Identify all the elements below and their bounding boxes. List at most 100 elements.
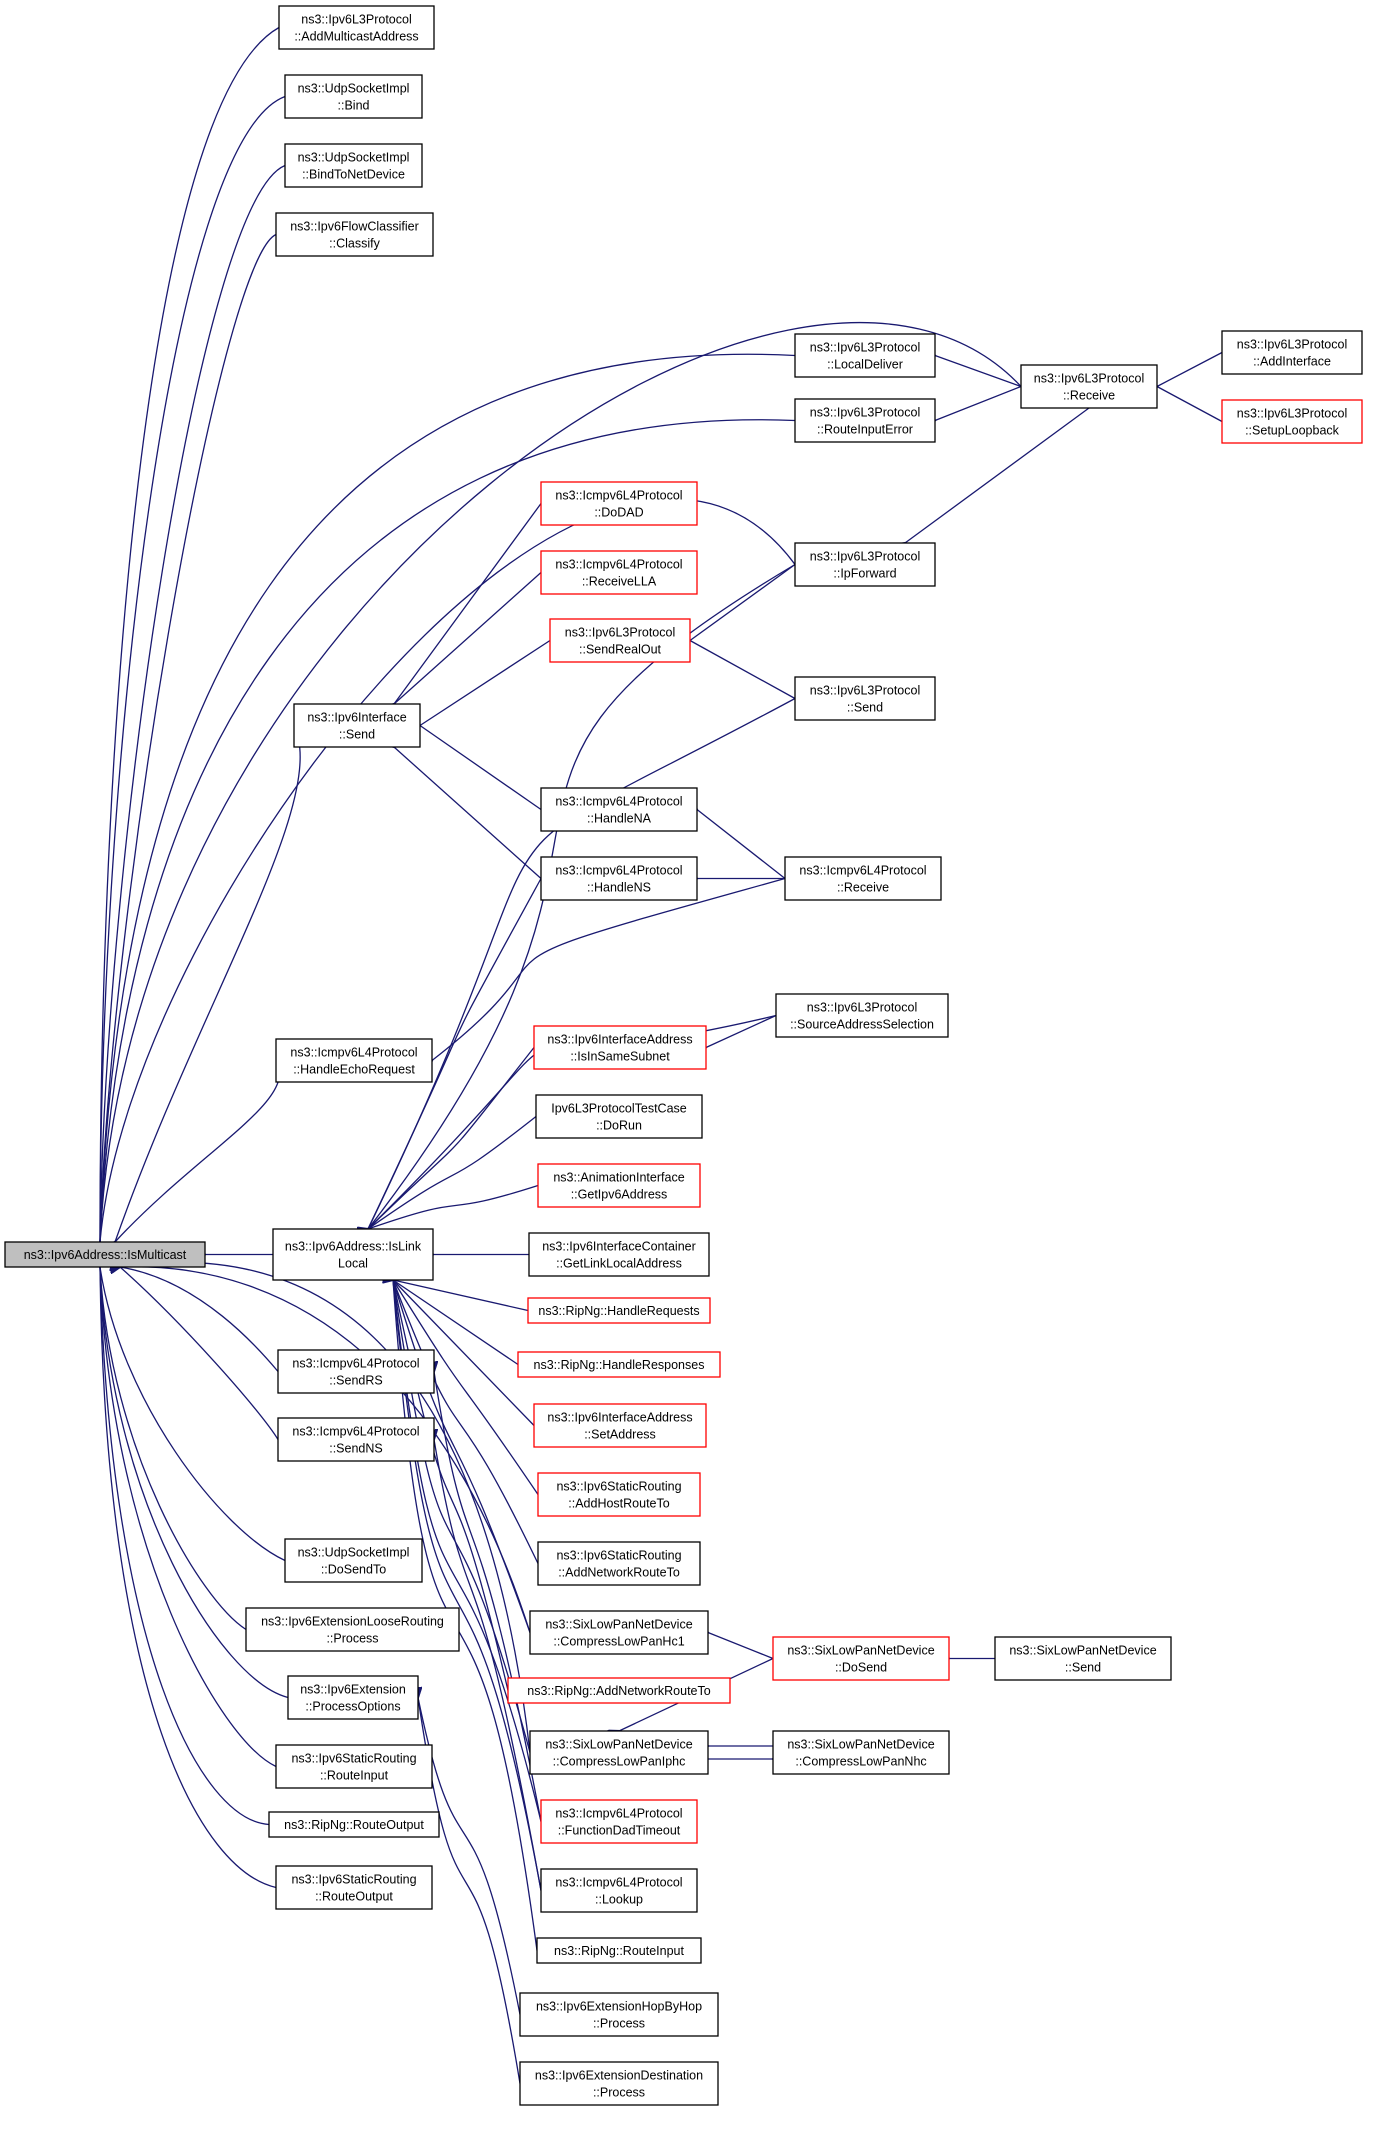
node-ext-procopt[interactable]: ns3::Ipv6Extension::ProcessOptions (287, 1675, 419, 1720)
node-label-line: ::AddMulticastAddress (294, 30, 418, 44)
node-box (275, 1744, 433, 1789)
node-icmp-recvlla[interactable]: ns3::Icmpv6L4Protocol::ReceiveLLA (540, 550, 698, 595)
edge-l3_receive-to-root (100, 321, 1022, 1242)
node-ripng-addnet[interactable]: ns3::RipNg::AddNetworkRouteTo (507, 1677, 731, 1704)
edge-ext_dest-to-ext_procopt (418, 1698, 521, 2084)
edge-ext_loose-to-root (100, 1267, 247, 1631)
node-udp-dosendto[interactable]: ns3::UdpSocketImpl::DoSendTo (284, 1538, 423, 1583)
edge-line (115, 1060, 281, 1243)
node-label-line: ::BindToNetDevice (302, 168, 405, 182)
edge-line (100, 353, 796, 1242)
node-sixlow-hc1[interactable]: ns3::SixLowPanNetDevice::CompressLowPanH… (529, 1610, 709, 1655)
node-label-line: ::DoRun (596, 1119, 642, 1133)
node-box (528, 1232, 710, 1277)
node-label-line: ns3::Icmpv6L4Protocol (290, 1046, 417, 1060)
node-label-line: ns3::Ipv6L3Protocol (807, 1001, 918, 1015)
node-udp-bindnd[interactable]: ns3::UdpSocketImpl::BindToNetDevice (284, 143, 423, 188)
edge-ifaddr_setaddr-to-islinklocal (393, 1280, 535, 1426)
node-ifaddr-samesub[interactable]: ns3::Ipv6InterfaceAddress::IsInSameSubne… (533, 1025, 707, 1070)
node-box (284, 143, 423, 188)
node-l3test-dorun[interactable]: Ipv6L3ProtocolTestCase::DoRun (535, 1094, 703, 1139)
node-icmp-handlens[interactable]: ns3::Icmpv6L4Protocol::HandleNS (540, 856, 698, 901)
node-flowcls[interactable]: ns3::Ipv6FlowClassifier::Classify (275, 212, 434, 257)
node-ext-loose[interactable]: ns3::Ipv6ExtensionLooseRouting::Process (245, 1607, 460, 1652)
node-label-line: ns3::Icmpv6L4Protocol (555, 795, 682, 809)
node-l3-routeinerr[interactable]: ns3::Ipv6L3Protocol::RouteInputError (794, 398, 936, 443)
node-icmp-sendrs[interactable]: ns3::Icmpv6L4Protocol::SendRS (277, 1349, 435, 1394)
node-static-addhost[interactable]: ns3::Ipv6StaticRouting::AddHostRouteTo (537, 1472, 701, 1517)
node-label-line: ::Send (847, 701, 883, 715)
edge-icmp_handlena-to-iface_send (420, 726, 542, 811)
node-sixlow-dosend[interactable]: ns3::SixLowPanNetDevice::DoSend (772, 1636, 950, 1681)
node-ifcont-getll[interactable]: ns3::Ipv6InterfaceContainer::GetLinkLoca… (528, 1232, 710, 1277)
node-l3-receive[interactable]: ns3::Ipv6L3Protocol::Receive (1020, 364, 1158, 409)
node-box (4, 1241, 206, 1268)
node-box (794, 398, 936, 443)
node-sixlow-send[interactable]: ns3::SixLowPanNetDevice::Send (994, 1636, 1172, 1681)
node-label-line: ns3::RipNg::AddNetworkRouteTo (527, 1684, 710, 1698)
node-label-line: ns3::Ipv6StaticRouting (291, 1873, 416, 1887)
node-l3-localdeliver[interactable]: ns3::Ipv6L3Protocol::LocalDeliver (794, 333, 936, 378)
node-iface-send[interactable]: ns3::Ipv6Interface::Send (293, 703, 421, 748)
node-l3-sendrealout[interactable]: ns3::Ipv6L3Protocol::SendRealOut (549, 618, 691, 663)
node-ext-hopbyhop[interactable]: ns3::Ipv6ExtensionHopByHop::Process (519, 1992, 719, 2037)
node-static-routein[interactable]: ns3::Ipv6StaticRouting::RouteInput (275, 1744, 433, 1789)
node-icmp-dadtimeout[interactable]: ns3::Icmpv6L4Protocol::FunctionDadTimeou… (540, 1799, 698, 1844)
node-icmp-dodad[interactable]: ns3::Icmpv6L4Protocol::DoDAD (540, 481, 698, 526)
node-ripng-routeout[interactable]: ns3::RipNg::RouteOutput (268, 1811, 440, 1838)
node-box (794, 333, 936, 378)
node-root[interactable]: ns3::Ipv6Address::IsMulticast (4, 1241, 206, 1268)
node-sixlow-iphc[interactable]: ns3::SixLowPanNetDevice::CompressLowPanI… (529, 1730, 709, 1775)
node-sixlow-nhc[interactable]: ns3::SixLowPanNetDevice::CompressLowPanN… (772, 1730, 950, 1775)
edge-static_routein-to-root (100, 1267, 277, 1768)
node-label-line: ::Send (1065, 1661, 1101, 1675)
edge-line (708, 1633, 774, 1660)
node-icmp-receive[interactable]: ns3::Icmpv6L4Protocol::Receive (784, 856, 942, 901)
edge-line (100, 1267, 277, 1889)
node-static-addnet[interactable]: ns3::Ipv6StaticRouting::AddNetworkRouteT… (537, 1541, 701, 1586)
node-label-line: ns3::AnimationInterface (553, 1171, 684, 1185)
node-icmp-echo[interactable]: ns3::Icmpv6L4Protocol::HandleEchoRequest (275, 1038, 433, 1083)
node-label-line: ::Process (326, 1632, 378, 1646)
node-l3-srcaddrsel[interactable]: ns3::Ipv6L3Protocol::SourceAddressSelect… (775, 993, 949, 1038)
edge-line (100, 419, 796, 1242)
edge-line (690, 641, 796, 700)
node-label-line: ::SourceAddressSelection (790, 1018, 934, 1032)
edge-line (418, 1698, 521, 2015)
node-anim-getaddr[interactable]: ns3::AnimationInterface::GetIpv6Address (537, 1163, 701, 1208)
node-box (537, 1541, 701, 1586)
node-ifaddr-setaddr[interactable]: ns3::Ipv6InterfaceAddress::SetAddress (533, 1403, 707, 1448)
node-label-line: ns3::Icmpv6L4Protocol (292, 1357, 419, 1371)
node-label-line: ns3::Icmpv6L4Protocol (555, 1876, 682, 1890)
node-box (540, 1799, 698, 1844)
node-box (540, 787, 698, 832)
node-label-line: ::Receive (1063, 389, 1115, 403)
node-ext-dest[interactable]: ns3::Ipv6ExtensionDestination::Process (519, 2061, 719, 2106)
node-l3-addiface[interactable]: ns3::Ipv6L3Protocol::AddInterface (1221, 330, 1363, 375)
node-icmp-sendns[interactable]: ns3::Icmpv6L4Protocol::SendNS (277, 1417, 435, 1462)
node-icmp-lookup[interactable]: ns3::Icmpv6L4Protocol::Lookup (540, 1868, 698, 1913)
node-label-line: ns3::Icmpv6L4Protocol (555, 489, 682, 503)
node-udp-bind[interactable]: ns3::UdpSocketImpl::Bind (284, 74, 423, 119)
edge-l3_localdeliver-to-root (100, 353, 796, 1242)
node-box (535, 1094, 703, 1139)
node-ripng-handlereq[interactable]: ns3::RipNg::HandleRequests (527, 1297, 711, 1324)
node-static-routeout[interactable]: ns3::Ipv6StaticRouting::RouteOutput (275, 1865, 433, 1910)
node-l3-addmc[interactable]: ns3::Ipv6L3Protocol::AddMulticastAddress (278, 5, 435, 50)
node-box (519, 2061, 719, 2106)
node-box (275, 1865, 433, 1910)
node-l3-send[interactable]: ns3::Ipv6L3Protocol::Send (794, 676, 936, 721)
edge-line (100, 1267, 277, 1768)
edge-ripng_handlereq-to-islinklocal (393, 1280, 529, 1312)
node-l3-ipforward[interactable]: ns3::Ipv6L3Protocol::IpForward (794, 542, 936, 587)
node-label-line: ::AddHostRouteTo (568, 1497, 669, 1511)
node-label-line: Ipv6L3ProtocolTestCase (551, 1102, 687, 1116)
node-icmp-handlena[interactable]: ns3::Icmpv6L4Protocol::HandleNA (540, 787, 698, 832)
node-l3-setuploop[interactable]: ns3::Ipv6L3Protocol::SetupLoopback (1221, 399, 1363, 444)
node-label-line: ns3::Icmpv6L4Protocol (292, 1425, 419, 1439)
node-ripng-routein[interactable]: ns3::RipNg::RouteInput (536, 1937, 702, 1964)
node-label-line: Local (338, 1257, 368, 1271)
node-ripng-handleresp[interactable]: ns3::RipNg::HandleResponses (517, 1351, 721, 1378)
node-box (784, 856, 942, 901)
